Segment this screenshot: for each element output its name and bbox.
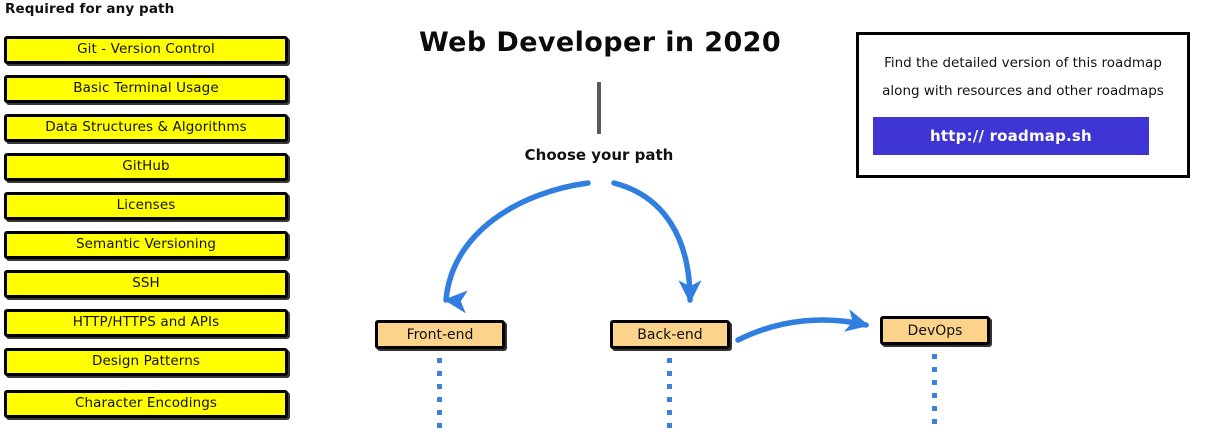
required-item-basic-terminal-usage[interactable]: Basic Terminal Usage xyxy=(4,75,288,103)
arrow-to-back-end xyxy=(611,180,702,304)
info-card-line-1: Find the detailed version of this roadma… xyxy=(884,55,1162,71)
devops-dotted-connector xyxy=(932,354,937,432)
required-item-data-structures-algorithms[interactable]: Data Structures & Algorithms xyxy=(4,114,288,142)
required-item-label: Licenses xyxy=(116,197,176,214)
required-item-http-https-and-apis[interactable]: HTTP/HTTPS and APIs xyxy=(4,309,288,337)
path-node-back-end[interactable]: Back-end xyxy=(610,320,730,349)
required-item-semantic-versioning[interactable]: Semantic Versioning xyxy=(4,231,288,259)
dot xyxy=(667,384,672,389)
required-item-git-version-control[interactable]: Git - Version Control xyxy=(4,36,288,64)
arrow-back-end-to-devops xyxy=(735,309,870,343)
required-item-design-patterns[interactable]: Design Patterns xyxy=(4,348,288,376)
dot xyxy=(437,384,442,389)
required-item-label: GitHub xyxy=(122,158,170,175)
arrow-to-front-end xyxy=(443,180,591,314)
dot xyxy=(437,423,442,428)
dot xyxy=(667,371,672,376)
dot xyxy=(667,397,672,402)
dot xyxy=(932,406,937,411)
detailed-version-info-card: Find the detailed version of this roadma… xyxy=(856,32,1190,178)
roadmap-sh-link-button[interactable]: http:// roadmap.sh xyxy=(873,117,1149,155)
choose-your-path-label: Choose your path xyxy=(524,146,674,164)
dot xyxy=(437,397,442,402)
required-item-licenses[interactable]: Licenses xyxy=(4,192,288,220)
required-skills-section: Required for any path Git - Version Cont… xyxy=(4,0,296,436)
dot xyxy=(932,393,937,398)
front-end-dotted-connector xyxy=(437,358,442,436)
path-node-devops[interactable]: DevOps xyxy=(880,316,990,345)
path-node-label: Front-end xyxy=(406,326,474,343)
required-item-character-encodings[interactable]: Character Encodings xyxy=(4,390,288,418)
required-section-heading: Required for any path xyxy=(5,1,175,17)
dot xyxy=(932,380,937,385)
required-item-label: Git - Version Control xyxy=(77,41,215,58)
dot xyxy=(667,358,672,363)
required-item-label: Semantic Versioning xyxy=(75,236,217,253)
dot xyxy=(932,419,937,424)
required-item-label: Design Patterns xyxy=(91,353,200,370)
dot xyxy=(667,423,672,428)
required-item-label: SSH xyxy=(132,275,160,292)
back-end-dotted-connector xyxy=(667,358,672,436)
dot xyxy=(437,371,442,376)
title-connector-line xyxy=(597,82,601,134)
required-item-ssh[interactable]: SSH xyxy=(4,270,288,298)
dot xyxy=(932,354,937,359)
required-item-label: Character Encodings xyxy=(74,395,218,412)
required-item-label: Basic Terminal Usage xyxy=(73,80,219,97)
path-node-label: Back-end xyxy=(637,326,703,343)
info-card-line-2: along with resources and other roadmaps xyxy=(882,83,1164,99)
dot xyxy=(667,410,672,415)
dot xyxy=(932,367,937,372)
required-item-github[interactable]: GitHub xyxy=(4,153,288,181)
path-node-label: DevOps xyxy=(907,322,963,339)
dot xyxy=(437,358,442,363)
required-item-label: Data Structures & Algorithms xyxy=(45,119,247,136)
path-node-front-end[interactable]: Front-end xyxy=(375,320,505,349)
required-item-label: HTTP/HTTPS and APIs xyxy=(72,314,220,331)
page-title: Web Developer in 2020 xyxy=(418,27,782,58)
roadmap-sh-link-label: http:// roadmap.sh xyxy=(930,127,1092,145)
dot xyxy=(437,410,442,415)
